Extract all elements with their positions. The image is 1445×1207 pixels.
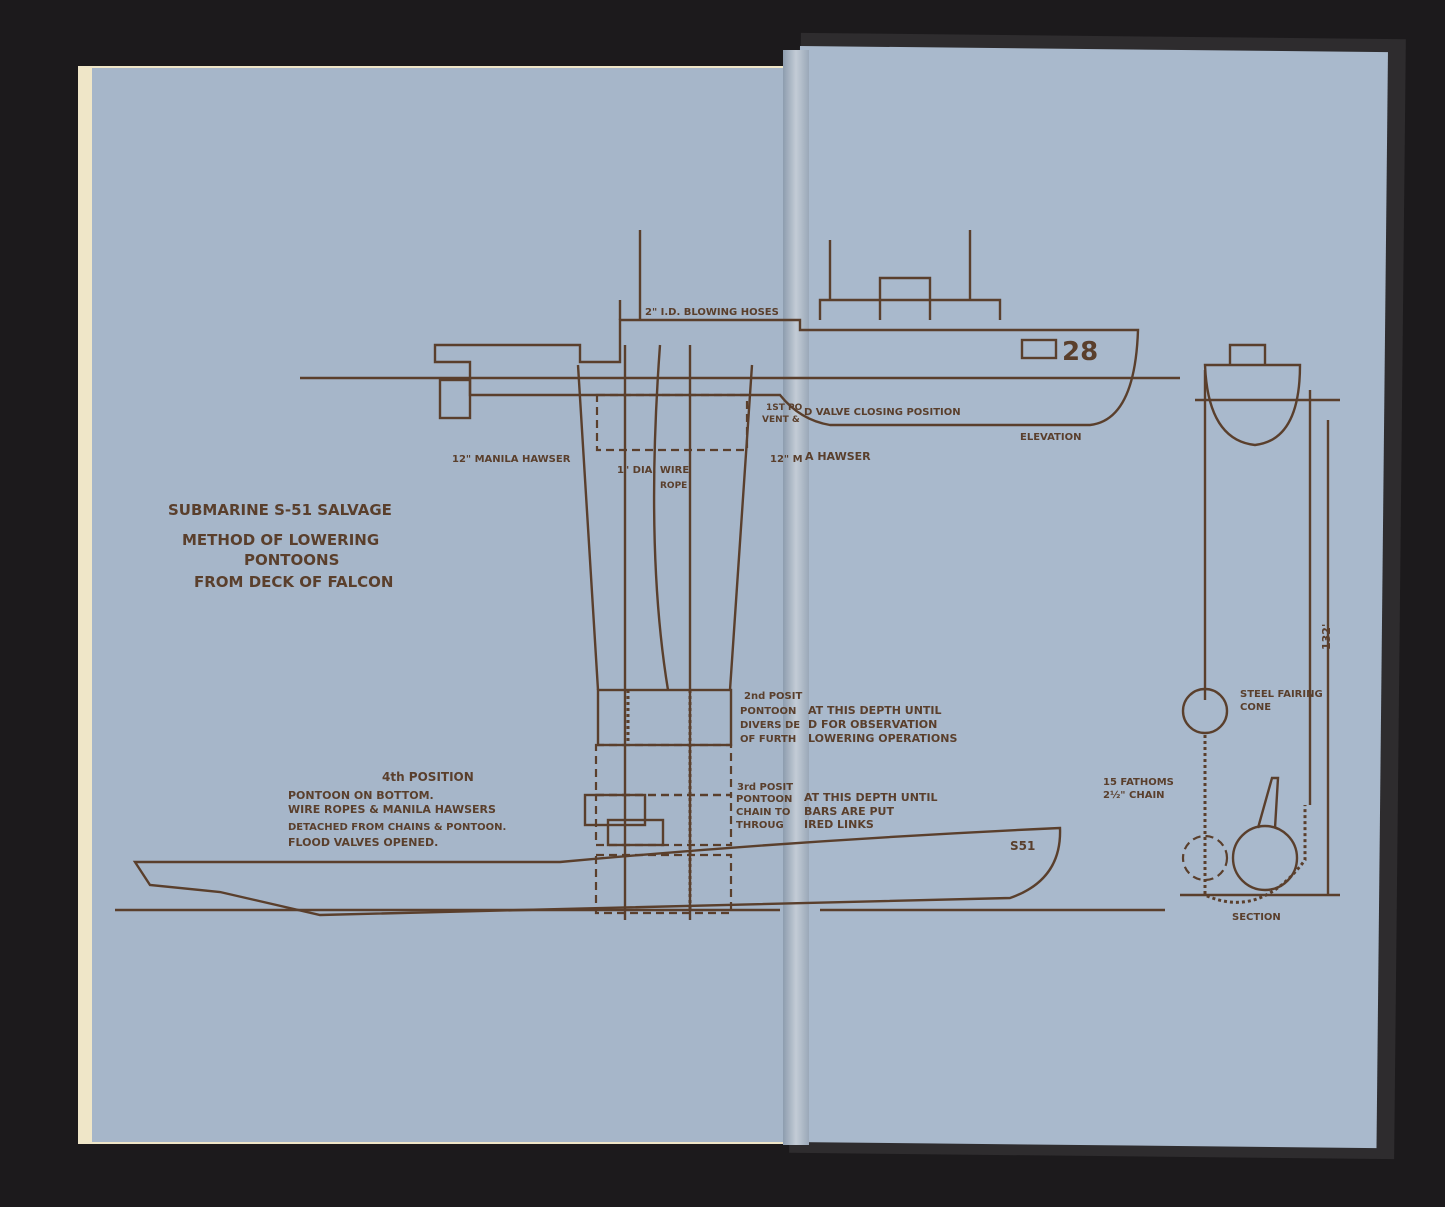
title-line-3: FROM DECK OF FALCON <box>194 573 393 591</box>
label-cone: CONE <box>1240 702 1271 713</box>
label-2nd-l3b: LOWERING OPERATIONS <box>808 732 957 745</box>
label-3rd-l2a: CHAIN TO <box>736 807 790 818</box>
submarine-number: S51 <box>1010 839 1035 853</box>
label-wire: 1" DIA. WIRE <box>617 465 689 476</box>
falcon-ship: 28 <box>433 230 1140 427</box>
label-blowing-hoses: 2" I.D. BLOWING HOSES <box>645 307 779 318</box>
label-2nd-l1a: PONTOON <box>740 706 796 717</box>
water-surface <box>300 376 1340 402</box>
label-steel-cone: STEEL FAIRING <box>1240 689 1323 700</box>
label-chain-length: 15 FATHOMS <box>1103 777 1174 788</box>
label-4th-l1: PONTOON ON BOTTOM. <box>288 789 434 802</box>
label-3rd-l3a: THROUG <box>736 820 784 831</box>
label-manila-right-b: A HAWSER <box>805 450 871 463</box>
annotations: 2" I.D. BLOWING HOSES 1ST PO D VALVE CLO… <box>288 307 1333 923</box>
label-elevation: ELEVATION <box>1020 432 1081 443</box>
label-2nd-l1b: AT THIS DEPTH UNTIL <box>808 704 942 717</box>
label-rope: ROPE <box>660 481 687 491</box>
hull-number: 28 <box>1062 337 1098 367</box>
label-manila-right-a: 12" M <box>770 454 803 465</box>
label-chain-size: 2½" CHAIN <box>1103 790 1165 801</box>
left-endpaper <box>92 68 798 1142</box>
title-main: SUBMARINE S-51 SALVAGE <box>168 501 392 519</box>
label-4th-l3: DETACHED FROM CHAINS & PONTOON. <box>288 822 506 833</box>
label-3rd-l1b: AT THIS DEPTH UNTIL <box>804 791 938 804</box>
label-4th-position: 4th POSITION <box>382 770 474 784</box>
label-vent: VENT & <box>762 415 800 425</box>
label-2nd-position: 2nd POSIT <box>744 691 802 702</box>
label-4th-l2: WIRE ROPES & MANILA HAWSERS <box>288 803 496 816</box>
label-2nd-l2b: D FOR OBSERVATION <box>808 718 937 731</box>
book-gutter <box>783 50 809 1145</box>
title-line-2: PONTOONS <box>244 551 339 569</box>
label-valve-closing: D VALVE CLOSING POSITION <box>804 407 961 418</box>
title-line-1: METHOD OF LOWERING <box>182 531 379 549</box>
label-2nd-l2a: DIVERS DE <box>740 720 800 731</box>
label-section: SECTION <box>1232 912 1281 923</box>
submarine-s51: S51 <box>115 793 1165 917</box>
label-3rd-position: 3rd POSIT <box>737 782 793 793</box>
label-3rd-l3b: IRED LINKS <box>804 818 874 831</box>
section-view <box>1180 343 1340 904</box>
label-4th-l4: FLOOD VALVES OPENED. <box>288 836 438 849</box>
label-3rd-l1a: PONTOON <box>736 794 792 805</box>
label-first-position: 1ST PO <box>766 403 803 413</box>
diagram-title: SUBMARINE S-51 SALVAGE METHOD OF LOWERIN… <box>168 501 393 591</box>
label-3rd-l2b: BARS ARE PUT <box>804 805 894 818</box>
label-2nd-l3a: OF FURTH <box>740 734 796 745</box>
label-manila-left: 12" MANILA HAWSER <box>452 454 571 465</box>
label-depth: 132' <box>1320 624 1333 650</box>
